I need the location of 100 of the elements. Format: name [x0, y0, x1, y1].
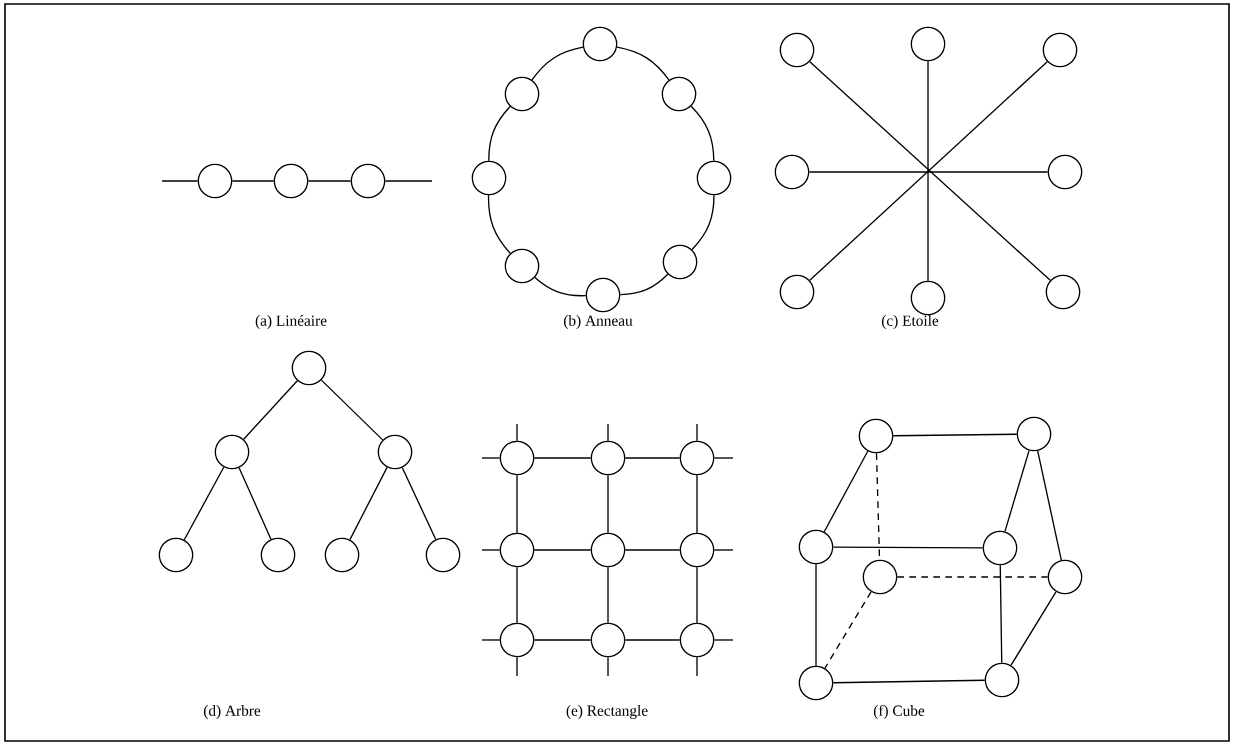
- connector-line: [1010, 591, 1057, 666]
- connector-line: [824, 591, 872, 669]
- connector-line: [690, 105, 715, 162]
- connector-line: [696, 656, 698, 677]
- connector-line: [619, 273, 669, 296]
- connector-line: [832, 679, 986, 684]
- node-circle: [471, 160, 507, 196]
- node-circle: [910, 26, 946, 62]
- connector-line: [696, 474, 698, 534]
- connector-line: [534, 276, 587, 297]
- connector-line: [183, 466, 225, 541]
- connector-line: [481, 549, 501, 551]
- connector-line: [307, 180, 352, 182]
- node-circle: [1042, 32, 1078, 68]
- node-circle: [260, 537, 296, 573]
- node-circle: [679, 532, 715, 568]
- connector-line: [607, 656, 609, 677]
- connector-line: [531, 46, 584, 81]
- connector-line: [481, 457, 501, 459]
- node-circle: [1016, 416, 1052, 452]
- connector-line: [823, 450, 869, 533]
- connector-line: [231, 180, 275, 182]
- connector-line: [320, 379, 384, 441]
- node-circle: [504, 248, 540, 284]
- connector-line: [384, 180, 433, 182]
- connector-line: [896, 576, 1049, 578]
- node-circle: [1047, 154, 1083, 190]
- connector-line: [815, 563, 817, 667]
- node-circle: [798, 529, 834, 565]
- node-circle: [504, 76, 540, 112]
- node-circle: [499, 622, 535, 658]
- node-circle: [696, 160, 732, 196]
- connector-line: [533, 639, 592, 641]
- connector-line: [516, 423, 518, 442]
- node-circle: [590, 622, 626, 658]
- connector-line: [488, 105, 511, 162]
- connector-line: [607, 474, 609, 534]
- node-circle: [582, 26, 618, 62]
- node-circle: [661, 76, 697, 112]
- connector-line: [713, 549, 734, 551]
- node-circle: [1045, 274, 1081, 310]
- node-circle: [273, 163, 309, 199]
- connector-line: [401, 467, 437, 540]
- connector-line: [238, 467, 272, 540]
- node-circle: [324, 537, 360, 573]
- connector-line: [516, 566, 518, 624]
- node-circle: [982, 530, 1018, 566]
- node-circle: [910, 280, 946, 316]
- connector-line: [892, 433, 1018, 437]
- connector-line: [832, 546, 984, 549]
- caption: (f) Cube: [873, 704, 925, 719]
- connector-line: [808, 171, 1049, 173]
- node-circle: [499, 532, 535, 568]
- node-circle: [590, 532, 626, 568]
- connector-line: [516, 656, 518, 677]
- caption: (b) Anneau: [564, 315, 633, 329]
- connector-line: [624, 639, 681, 641]
- node-circle: [779, 32, 815, 68]
- connector-line: [1004, 449, 1030, 533]
- caption: (d) Arbre: [203, 705, 261, 719]
- node-circle: [862, 559, 898, 595]
- connector-line: [607, 423, 609, 442]
- node-circle: [774, 154, 810, 190]
- node-circle: [662, 244, 698, 280]
- node-circle: [798, 665, 834, 701]
- connector-line: [243, 380, 298, 440]
- node-circle: [291, 350, 327, 386]
- node-circle: [679, 440, 715, 476]
- connector-line: [927, 60, 929, 282]
- caption: (a) Linéaire: [255, 315, 327, 329]
- connector-line: [696, 566, 698, 624]
- node-circle: [499, 440, 535, 476]
- node-circle: [214, 434, 250, 470]
- node-circle: [377, 434, 413, 470]
- connector-line: [481, 639, 501, 641]
- connector-line: [487, 194, 511, 254]
- connector-line: [696, 423, 698, 442]
- node-circle: [779, 274, 815, 310]
- connector-line: [624, 457, 681, 459]
- node-circle: [858, 418, 894, 454]
- node-circle: [590, 440, 626, 476]
- connector-line: [533, 549, 592, 551]
- node-circle: [425, 537, 461, 573]
- connector-line: [691, 194, 715, 251]
- connector-line: [616, 46, 670, 81]
- connector-line: [713, 457, 734, 459]
- connector-line: [999, 564, 1003, 664]
- node-circle: [197, 163, 233, 199]
- connector-line: [349, 466, 388, 541]
- connector-line: [1037, 450, 1062, 561]
- node-circle: [984, 662, 1020, 698]
- connector-line: [607, 566, 609, 624]
- node-circle: [679, 622, 715, 658]
- connector-line: [533, 457, 592, 459]
- node-circle: [350, 163, 386, 199]
- connector-line: [624, 549, 681, 551]
- connector-line: [161, 180, 199, 182]
- node-circle: [585, 277, 621, 313]
- caption: (e) Rectangle: [566, 705, 648, 719]
- connector-line: [713, 639, 734, 641]
